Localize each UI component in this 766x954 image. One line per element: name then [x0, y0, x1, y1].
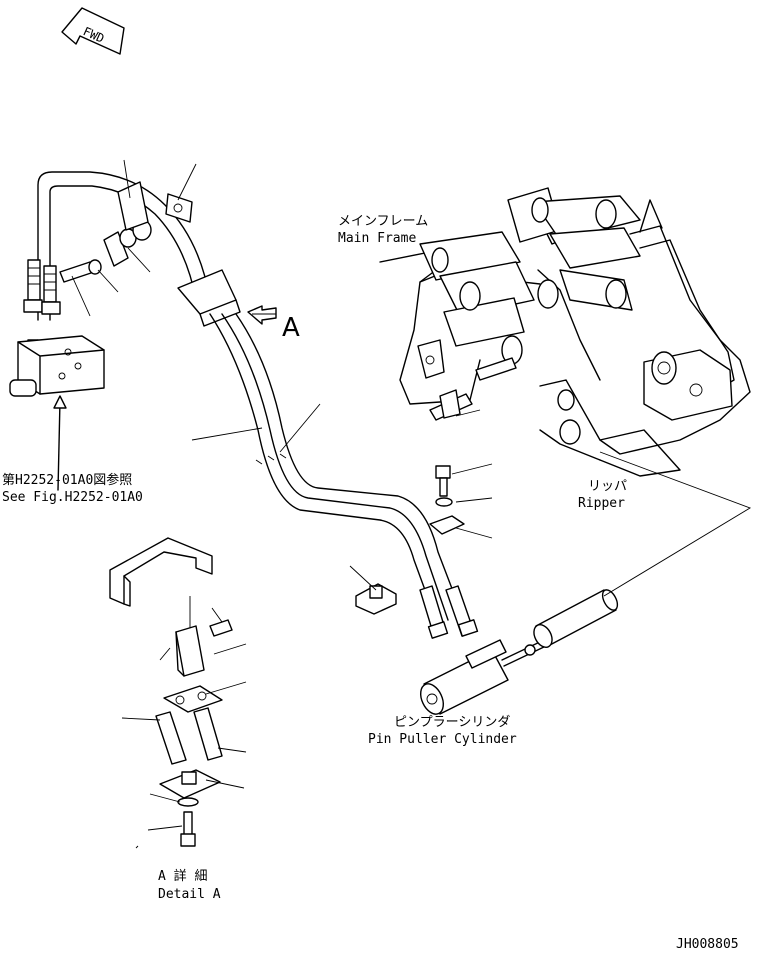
ripper-leader: [599, 451, 752, 597]
ripper-label-en: Ripper: [578, 496, 625, 511]
middle-clamp-parts: [349, 463, 493, 615]
main-frame-label-en: Main Frame: [338, 231, 416, 246]
ripper-label-jp: リッパ: [588, 479, 627, 494]
cylinder-fittings: [419, 585, 479, 639]
pin-puller-label-jp: ピンプラーシリンダ: [394, 715, 510, 730]
valve-block: [9, 335, 105, 491]
detail-a-label-jp: A 詳 細: [158, 868, 207, 884]
view-marker: A: [282, 313, 300, 343]
main-frame-label-jp: メインフレーム: [338, 214, 428, 229]
left-fittings: [23, 259, 61, 357]
fwd-arrow: FWD: [61, 7, 125, 55]
pin-puller-cylinder: [419, 589, 619, 715]
see-fig-label-en: See Fig.H2252-01A0: [2, 490, 143, 505]
detail-a: [109, 537, 247, 849]
main-frame-ripper: [379, 187, 751, 477]
detail-a-label-en: Detail A: [158, 887, 221, 902]
pin-puller-label-en: Pin Puller Cylinder: [368, 732, 517, 747]
view-arrow-a: A: [247, 305, 300, 343]
see-fig-label-jp: 第H2252-01A0図参照: [2, 472, 132, 488]
upper-clamp-parts: [59, 181, 241, 327]
leader-lines-top-left: [71, 159, 197, 317]
text-labels: メインフレーム Main Frame リッパ Ripper 第H2252-01A…: [2, 214, 739, 952]
drawing-id: JH008805: [676, 937, 739, 952]
hose-lower: [191, 313, 465, 621]
